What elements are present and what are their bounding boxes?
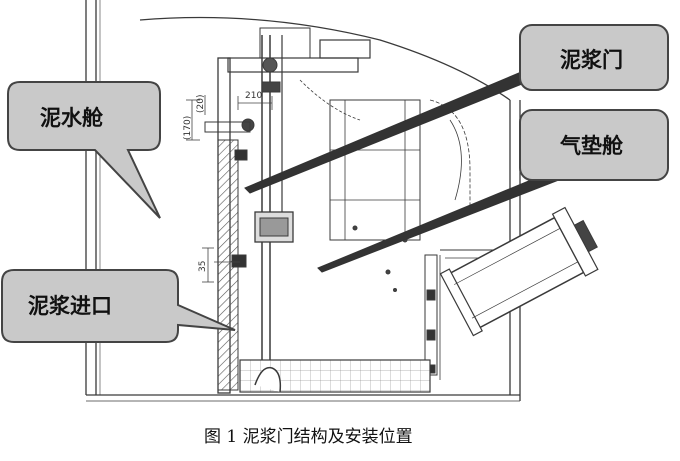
- callout-label-air-cushion-chamber: 气垫舱: [559, 134, 624, 158]
- dimension-170: (170): [183, 116, 193, 140]
- callout-label-slurry-inlet: 泥浆进口: [28, 294, 112, 318]
- callout-air-cushion-chamber: 气垫舱: [519, 109, 669, 181]
- dimension-lines: [186, 95, 273, 283]
- callout-slurry-inlet: 泥浆进口: [1, 269, 236, 343]
- dimension-20: (20): [196, 95, 206, 113]
- callout-label-mud-chamber: 泥水舱: [40, 106, 104, 130]
- dimension-35: 35: [198, 261, 208, 272]
- callout-label-slurry-door: 泥浆门: [560, 48, 623, 72]
- callout-mud-chamber: 泥水舱: [7, 81, 161, 219]
- slurry-door-housing: [204, 27, 501, 394]
- dimension-210: 210: [245, 91, 262, 101]
- callout-slurry-door: 泥浆门: [519, 24, 669, 91]
- pressure-cylinder: [439, 206, 599, 337]
- figure-caption: 图 1 泥浆门结构及安装位置: [204, 427, 413, 447]
